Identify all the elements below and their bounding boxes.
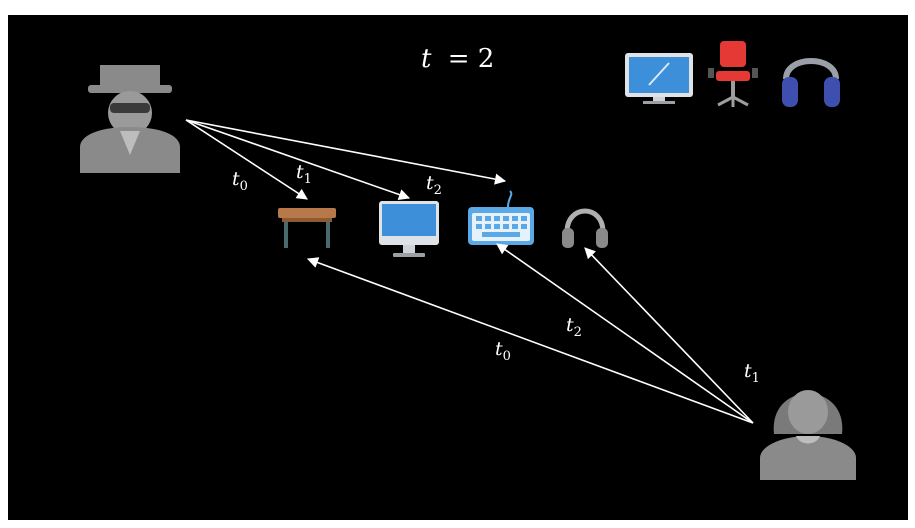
woman-edges: [306, 243, 754, 424]
label-woman-t0: t0: [495, 338, 511, 364]
edge-hacker-table: [185, 119, 308, 200]
edge-hacker-keyboard: [185, 119, 507, 185]
legend-headphones-icon: [782, 58, 840, 107]
hacker-avatar-icon: [80, 65, 180, 173]
edge-hacker-monitor: [185, 119, 411, 200]
label-hacker-t2: t2: [426, 172, 442, 198]
label-hacker-t1: t1: [296, 161, 312, 187]
slide-canvas: t = 2: [8, 15, 908, 520]
edge-woman-table: [306, 257, 754, 424]
bipartite-time-diagram: t = 2: [80, 41, 856, 480]
label-woman-t1: t1: [744, 360, 760, 386]
woman-avatar-icon: [760, 390, 856, 480]
legend-monitor-icon: [625, 53, 693, 104]
monitor-icon: [379, 201, 439, 257]
edge-woman-headphones: [584, 247, 754, 424]
headphones-icon: [562, 208, 608, 248]
table-icon: [278, 208, 336, 248]
keyboard-icon: [468, 190, 534, 245]
label-hacker-t0: t0: [232, 168, 248, 194]
time-step-title: t = 2: [421, 44, 494, 74]
edge-woman-keyboard: [496, 243, 754, 424]
legend-office-chair-icon: [708, 41, 758, 107]
hacker-edges: [185, 119, 507, 200]
label-woman-t2: t2: [566, 314, 582, 340]
